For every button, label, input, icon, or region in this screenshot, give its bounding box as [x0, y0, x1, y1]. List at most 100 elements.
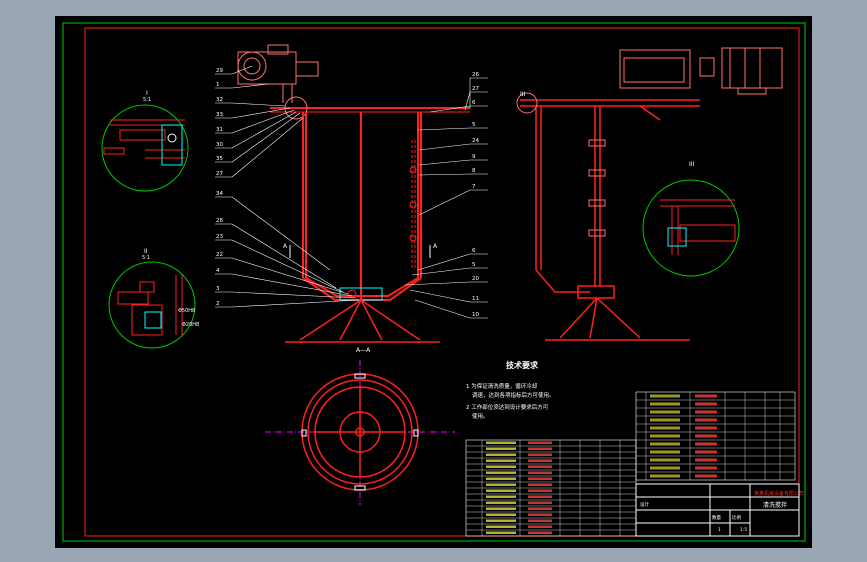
balloon-label-right: 27 [472, 86, 479, 92]
sheet-number: 1 [718, 527, 721, 533]
bom-cell-code [486, 483, 516, 486]
bom-cell-code [486, 525, 516, 528]
bom-cell-name [528, 519, 552, 522]
balloon-label-right: 9 [472, 154, 476, 160]
balloon-label-left: 31 [216, 127, 223, 133]
bom-cell-name [528, 477, 552, 480]
notes-line-1: 1 为保证清洗质量，循环冷却 [466, 382, 538, 390]
qty-label: 数量 [712, 514, 721, 521]
bom-cell-name [528, 441, 552, 444]
bom-right-cell-name [695, 402, 717, 406]
balloon-label-left: 23 [216, 234, 223, 240]
side-view: III [516, 47, 783, 341]
technical-notes: 技术要求 1 为保证清洗质量，循环冷却 调速，达到各项指标后方可使用。 2 工作… [466, 360, 555, 420]
detail-ii-dim-1: Φ50H8 [178, 308, 195, 314]
detail-view-iii: III [642, 161, 740, 277]
bom-cell-code [486, 453, 516, 456]
bom-cell-name [528, 465, 552, 468]
drawing-title: 清洗搅拌 [763, 501, 787, 509]
notes-line-1b: 调速，达到各项指标后方可使用。 [472, 391, 555, 399]
bom-cell-code [486, 459, 516, 462]
inner-frame [84, 27, 800, 537]
balloon-label-right: 8 [472, 168, 476, 174]
bom-cell-code [486, 441, 516, 444]
balloon-label-left: 2 [216, 301, 220, 307]
bom-cell-code [486, 447, 516, 450]
designer-label: 设计 [640, 501, 649, 508]
bom-cell-code [486, 465, 516, 468]
bom-cell-code [486, 495, 516, 498]
balloon-label-left: 1 [216, 82, 220, 88]
bom-right-cell-name [695, 474, 717, 478]
section-label: A—A [356, 347, 371, 354]
bom-right-cell-name [695, 442, 717, 446]
balloon-label-left: 22 [216, 252, 223, 258]
bom-right-cell-name [695, 466, 717, 470]
balloon-label-left: 27 [216, 171, 223, 177]
bom-cell-code [486, 471, 516, 474]
bom-cell-code [486, 513, 516, 516]
bom-cell-name [528, 489, 552, 492]
sheet-background [55, 16, 812, 548]
balloon-label-left: 33 [216, 112, 223, 118]
bom-right-cell-name [695, 458, 717, 462]
balloon-label-right: 10 [472, 312, 479, 318]
motor-assembly-left [237, 44, 319, 103]
detail-iii-label: III [689, 161, 695, 168]
balloon-label-left: 34 [216, 191, 223, 197]
balloon-label-right: 11 [472, 296, 479, 302]
notes-title: 技术要求 [506, 360, 539, 370]
outer-frame [62, 22, 806, 542]
detail-ii-label: II [144, 248, 148, 255]
section-mark-right: A [433, 243, 438, 250]
detail-i-scale: 5:1 [143, 97, 151, 103]
balloon-label-left: 35 [216, 156, 223, 162]
main-front-view: A A A—A [237, 44, 470, 354]
notes-line-2: 2 工作部位须达到设计要求后方可 [466, 403, 549, 411]
bom-right-cell-name [695, 434, 717, 438]
balloon-label-left: 28 [216, 218, 223, 224]
bom-right-cell-code [650, 466, 680, 470]
bom-cell-name [528, 471, 552, 474]
bom-right-cell-name [695, 426, 717, 430]
company-name: 某某机械设备有限公司 [754, 490, 804, 497]
tank-section [302, 112, 422, 301]
bom-right-cell-code [650, 402, 680, 406]
balloon-label-left: 30 [216, 142, 223, 148]
bom-right-cell-code [650, 450, 680, 454]
bom-cell-name [528, 525, 552, 528]
bom-right-cell-name [695, 410, 717, 414]
balloon-label-right: 5 [472, 122, 476, 128]
bom-cell-code [486, 477, 516, 480]
balloon-label-right: 5 [472, 262, 476, 268]
notes-line-2b: 使用。 [472, 412, 489, 420]
bom-right-cell-code [650, 426, 680, 430]
balloon-label-right: 7 [472, 184, 476, 190]
bom-cell-name [528, 483, 552, 486]
detail-iii-mark: III [520, 91, 526, 98]
bom-right-cell-code [650, 418, 680, 422]
bom-right-cell-name [695, 450, 717, 454]
balloon-label-left: 3 [216, 286, 220, 292]
bom-cell-name [528, 507, 552, 510]
bom-cell-code [486, 519, 516, 522]
balloon-label-right: 24 [472, 138, 479, 144]
bom-cell-name [528, 453, 552, 456]
bom-right-cell-name [695, 418, 717, 422]
scale-value: 1:5 [740, 527, 747, 533]
balloon-label-left: 32 [216, 97, 223, 103]
detail-view-ii: II 5:1 Φ50H8 Φ20H8 [108, 248, 199, 349]
detail-ii-dim-2: Φ20H8 [182, 322, 199, 328]
bom-right-cell-code [650, 474, 680, 478]
bill-of-materials-right [635, 391, 796, 481]
bom-right-cell-code [650, 458, 680, 462]
bom-right-cell-code [650, 410, 680, 414]
bom-right-cell-code [650, 442, 680, 446]
balloon-label-right: 20 [472, 276, 479, 282]
top-view [265, 360, 455, 505]
bom-cell-name [528, 447, 552, 450]
balloon-label-right: 26 [472, 72, 479, 78]
